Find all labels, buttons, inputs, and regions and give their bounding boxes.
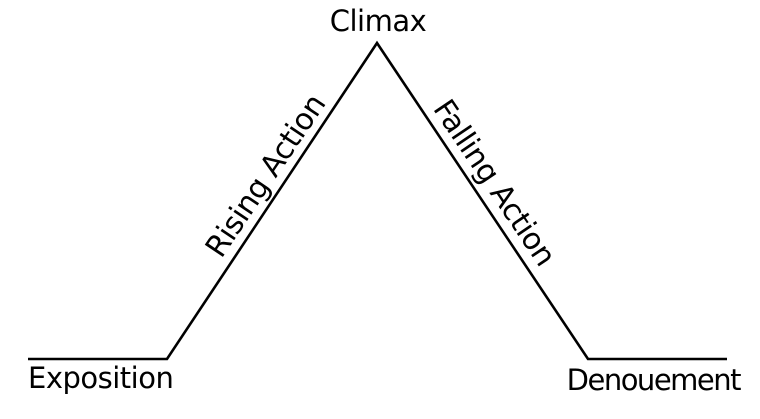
denouement-label: Denouement: [566, 363, 742, 397]
climax-label: Climax: [329, 4, 427, 38]
exposition-label: Exposition: [28, 361, 174, 395]
pyramid-polyline: [28, 40, 727, 361]
